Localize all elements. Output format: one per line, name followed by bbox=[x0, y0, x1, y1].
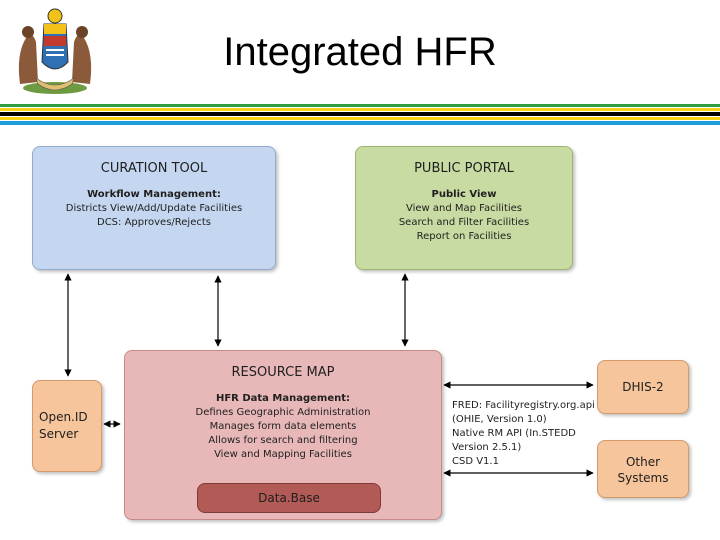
curation-tool-line: Districts View/Add/Update Facilities bbox=[65, 203, 243, 214]
stripe-blue bbox=[0, 121, 720, 125]
api-list-item: Version 2.5.1) bbox=[452, 442, 522, 453]
curation-tool-subheading: Workflow Management: bbox=[87, 189, 221, 200]
curation-tool-heading: CURATION TOOL bbox=[100, 161, 208, 176]
flag-stripes bbox=[0, 104, 720, 134]
api-list: FRED: Facilityregistry.org.api (OHIE, Ve… bbox=[452, 399, 602, 469]
database-box: Data.Base bbox=[197, 483, 381, 513]
other-systems-box: Other Systems bbox=[597, 440, 689, 498]
dhis2-box: DHIS-2 bbox=[597, 360, 689, 414]
other-systems-line: Systems bbox=[617, 471, 669, 485]
public-portal-box: PUBLIC PORTAL Public View View and Map F… bbox=[355, 146, 573, 270]
curation-tool-line: DCS: Approves/Rejects bbox=[97, 217, 211, 228]
stripe-black bbox=[0, 112, 720, 116]
resource-map-line: Manages form data elements bbox=[209, 421, 357, 432]
stripe-green bbox=[0, 104, 720, 107]
openid-line: Open.ID bbox=[39, 410, 88, 424]
slide-title: Integrated HFR bbox=[223, 30, 497, 74]
public-portal-subheading: Public View bbox=[431, 189, 497, 200]
dhis2-label: DHIS-2 bbox=[622, 380, 664, 394]
public-portal-line: Report on Facilities bbox=[416, 231, 512, 242]
stripe-yellow bbox=[0, 108, 720, 111]
resource-map-line: View and Mapping Facilities bbox=[214, 449, 352, 460]
coat-of-arms-icon bbox=[18, 8, 92, 94]
resource-map-line: Allows for search and filtering bbox=[208, 435, 358, 446]
curation-tool-box: CURATION TOOL Workflow Management: Distr… bbox=[32, 146, 276, 270]
api-list-item: Native RM API (In.STEDD bbox=[452, 428, 576, 439]
openid-server-box: Open.ID Server bbox=[32, 380, 102, 472]
public-portal-line: Search and Filter Facilities bbox=[398, 217, 530, 228]
other-systems-line: Other bbox=[625, 455, 661, 469]
public-portal-heading: PUBLIC PORTAL bbox=[414, 161, 514, 176]
resource-map-line: Defines Geographic Administration bbox=[195, 407, 371, 418]
resource-map-heading: RESOURCE MAP bbox=[231, 365, 335, 380]
public-portal-line: View and Map Facilities bbox=[405, 203, 523, 214]
resource-map-subheading: HFR Data Management: bbox=[215, 393, 351, 404]
openid-line: Server bbox=[39, 427, 79, 441]
api-list-item: (OHIE, Version 1.0) bbox=[452, 414, 547, 425]
api-list-item: CSD V1.1 bbox=[452, 456, 499, 467]
stripe-yellow-2 bbox=[0, 117, 720, 120]
api-list-item: FRED: Facilityregistry.org.api bbox=[452, 400, 595, 411]
resource-map-box: RESOURCE MAP HFR Data Management: Define… bbox=[124, 350, 442, 520]
